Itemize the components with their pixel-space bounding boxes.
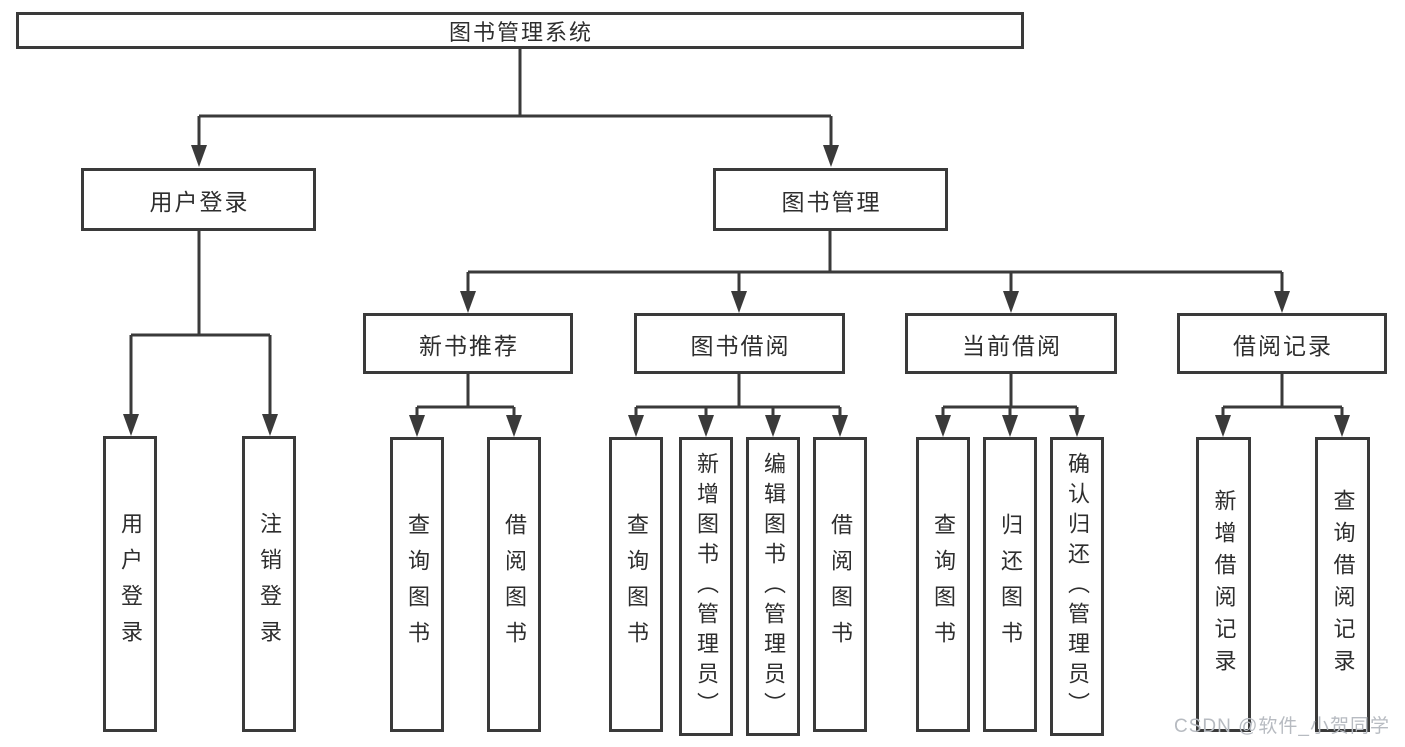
leaf-borrow-books-recommend: 借阅图书 [487,437,541,732]
leaf-query-borrow-record: 查询借阅记录 [1315,437,1370,732]
node-current-borrow: 当前借阅 [905,313,1117,374]
node-label: 用户登录 [118,512,143,656]
node-user-login: 用户登录 [81,168,316,231]
node-label: 注销登录 [257,512,282,656]
leaf-query-books-recommend: 查询图书 [390,437,444,732]
leaf-return-books: 归还图书 [983,437,1037,732]
node-label: 借阅图书 [502,512,527,657]
node-root-library-system: 图书管理系统 [16,12,1024,49]
node-label: 用户登录 [149,188,250,215]
leaf-confirm-return-admin: 确认归还（管理员） [1050,437,1104,736]
node-label: 新书推荐 [419,332,519,359]
leaf-add-books-admin: 新增图书（管理员） [679,437,733,736]
leaf-user-login: 用户登录 [103,436,157,732]
node-label: 查询图书 [405,512,430,657]
node-label: 查询图书 [624,512,649,657]
node-label: 图书管理 [781,188,882,215]
leaf-edit-books-admin: 编辑图书（管理员） [746,437,800,736]
node-book-borrow: 图书借阅 [634,313,845,374]
node-label: 归还图书 [998,512,1023,657]
node-label: 借阅图书 [828,512,853,657]
node-label: 确认归还（管理员） [1065,451,1090,722]
leaf-add-borrow-record: 新增借阅记录 [1196,437,1251,732]
leaf-logout: 注销登录 [242,436,296,732]
leaf-query-books-current: 查询图书 [916,437,970,732]
node-new-book-recommend: 新书推荐 [363,313,573,374]
node-label: 图书管理系统 [448,19,593,45]
node-borrow-records: 借阅记录 [1177,313,1387,374]
node-label: 查询借阅记录 [1330,488,1356,681]
csdn-watermark: CSDN @软件_小贺同学 [1174,716,1390,737]
arrowheads [123,145,1350,437]
leaf-query-books-borrow: 查询图书 [609,437,663,732]
leaf-borrow-books: 借阅图书 [813,437,867,732]
node-label: 借阅记录 [1233,332,1333,359]
node-label: 图书借阅 [690,332,791,359]
node-label: 查询图书 [931,512,956,657]
node-label: 新增借阅记录 [1211,488,1237,681]
node-book-management: 图书管理 [713,168,948,231]
node-label: 新增图书（管理员） [694,451,719,722]
node-label: 编辑图书（管理员） [761,451,786,722]
node-label: 当前借阅 [962,332,1062,359]
